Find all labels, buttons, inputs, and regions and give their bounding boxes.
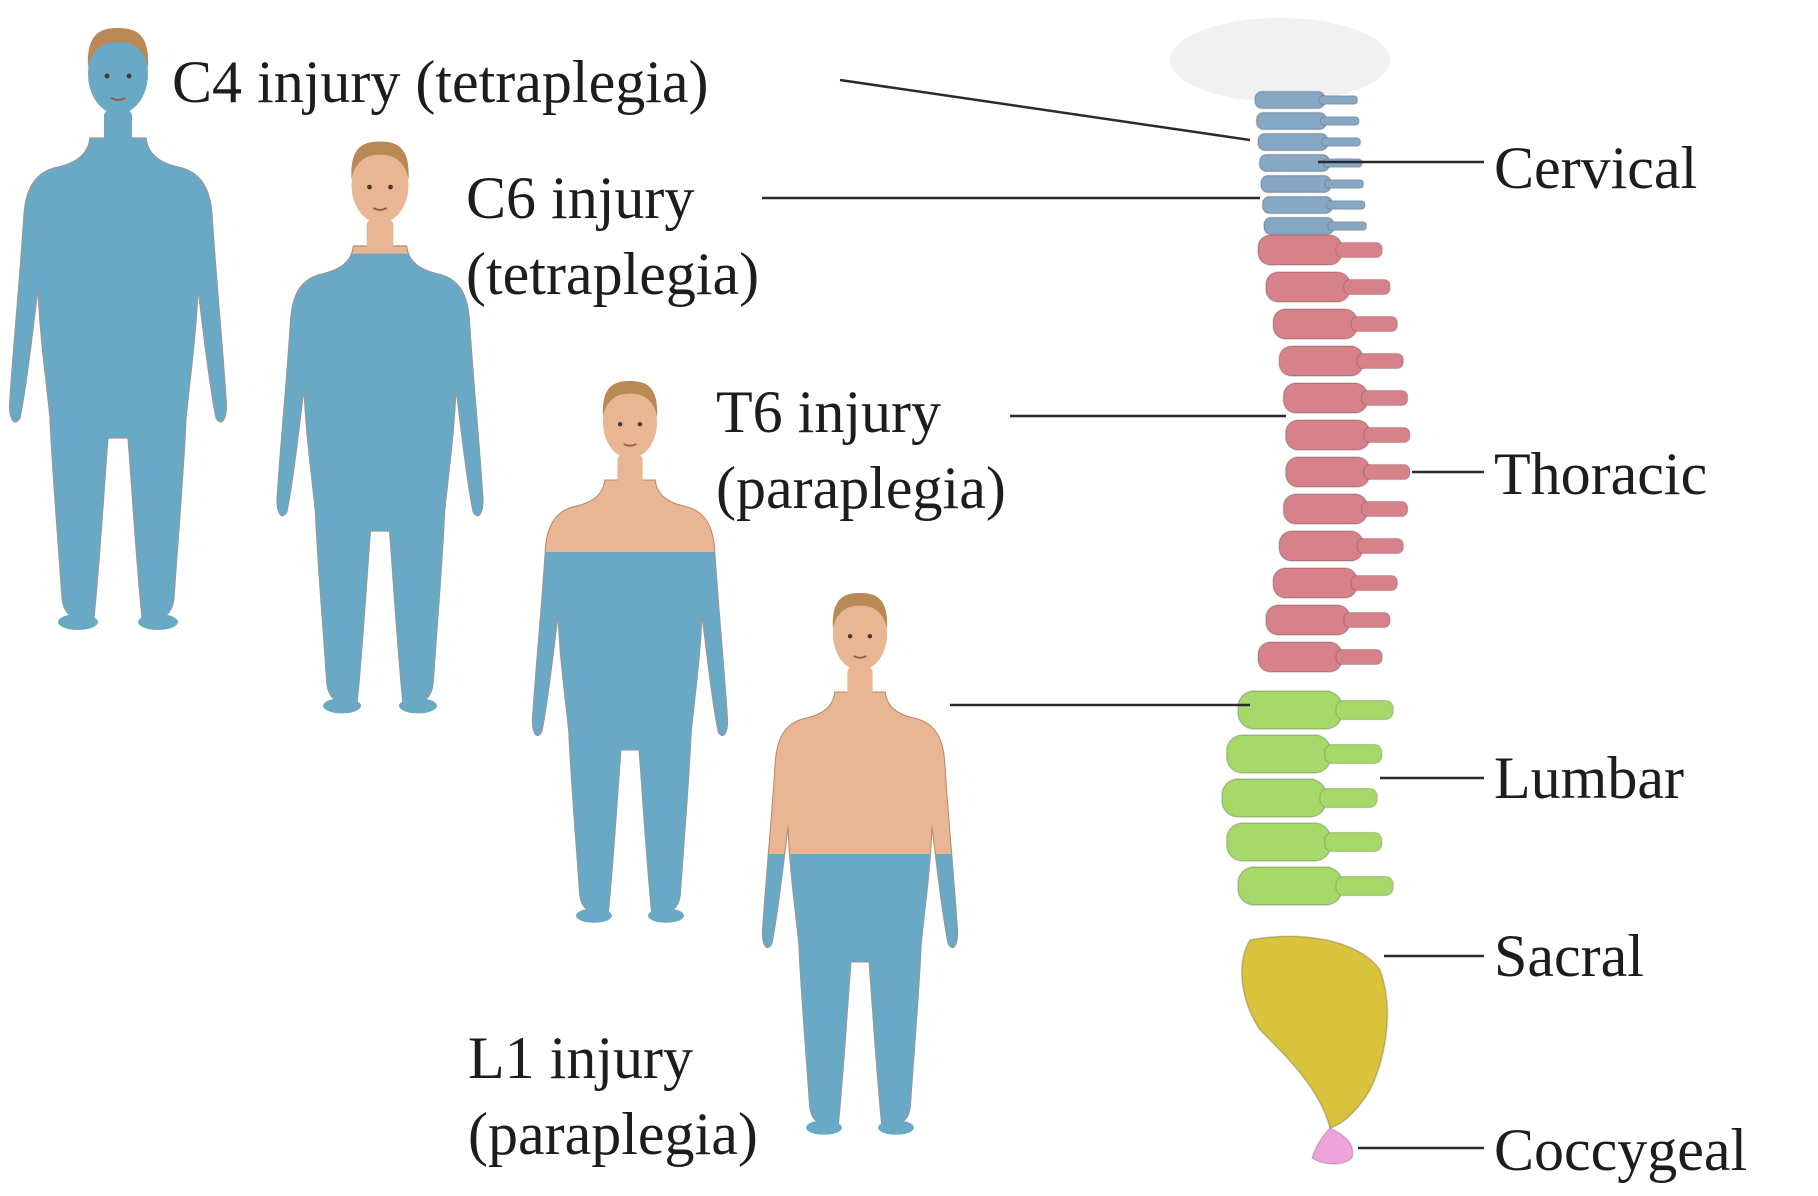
foot-right: [399, 698, 437, 713]
thoracic-vertebra: [1258, 642, 1382, 672]
neck: [104, 110, 132, 144]
sacrum: [1242, 936, 1388, 1128]
thoracic-vertebra: [1279, 531, 1403, 561]
t6-injury-text: T6 injury: [716, 374, 1006, 450]
foot-right: [648, 908, 684, 922]
thoracic-vertebra: [1286, 420, 1410, 450]
eye-right: [868, 634, 873, 639]
l1-injury-text: L1 injury: [468, 1020, 758, 1096]
human-figure-2: [277, 142, 483, 714]
label-coccygeal: Coccygeal: [1494, 1112, 1747, 1188]
eye-left: [618, 422, 623, 427]
eye-left: [105, 74, 110, 79]
paralysis-area: [277, 246, 483, 703]
thoracic-vertebra: [1273, 568, 1397, 598]
eye-left: [848, 634, 853, 639]
paralysis-area: [10, 138, 227, 619]
lumbar-vertebra: [1222, 779, 1377, 817]
thoracic-vertebra: [1273, 309, 1397, 339]
label-lumbar: Lumbar: [1494, 740, 1684, 816]
lumbar-vertebra: [1238, 691, 1393, 729]
thoracic-vertebra: [1266, 605, 1390, 635]
lumbar-vertebra: [1227, 823, 1382, 861]
label-t6-injury: T6 injury (paraplegia): [716, 374, 1006, 526]
human-figure-4: [762, 593, 957, 1135]
eye-left: [367, 185, 372, 190]
skull-base: [1170, 18, 1390, 102]
cervical-vertebra: [1257, 113, 1360, 130]
thoracic-vertebra: [1286, 457, 1410, 487]
label-l1-injury: L1 injury (paraplegia): [468, 1020, 758, 1172]
cervical-vertebra: [1258, 134, 1361, 151]
coccyx: [1312, 1128, 1353, 1164]
eye-right: [127, 74, 132, 79]
neck: [847, 667, 872, 698]
neck: [617, 455, 642, 486]
cervical-vertebra: [1264, 218, 1367, 235]
c6-injury-type: (tetraplegia): [466, 236, 759, 312]
t6-injury-type: (paraplegia): [716, 450, 1006, 526]
human-figure-3: [532, 381, 727, 923]
cervical-vertebra: [1263, 197, 1366, 214]
eye-right: [638, 422, 643, 427]
c6-injury-text: C6 injury: [466, 160, 759, 236]
label-c6-injury: C6 injury (tetraplegia): [466, 160, 759, 312]
thoracic-vertebra: [1283, 383, 1407, 413]
foot-left: [58, 614, 98, 630]
label-cervical: Cervical: [1494, 130, 1697, 206]
cervical-vertebra: [1261, 176, 1364, 193]
c4-injury-text: C4 injury (tetraplegia): [172, 49, 708, 115]
leader-c4: [840, 80, 1250, 140]
neck: [367, 219, 394, 251]
foot-right: [138, 614, 178, 630]
thoracic-vertebra: [1258, 235, 1382, 265]
foot-left: [806, 1120, 842, 1134]
foot-left: [576, 908, 612, 922]
label-c4-injury: C4 injury (tetraplegia): [172, 44, 708, 120]
label-sacral: Sacral: [1494, 918, 1644, 994]
spine-illustration: [1170, 18, 1410, 1164]
foot-right: [878, 1120, 914, 1134]
thoracic-vertebra: [1279, 346, 1403, 376]
lumbar-vertebra: [1238, 867, 1393, 905]
eye-right: [388, 185, 393, 190]
l1-injury-type: (paraplegia): [468, 1096, 758, 1172]
lumbar-vertebra: [1227, 735, 1382, 773]
thoracic-vertebra: [1266, 272, 1390, 302]
thoracic-vertebra: [1283, 494, 1407, 524]
foot-left: [323, 698, 361, 713]
label-thoracic: Thoracic: [1494, 436, 1707, 512]
